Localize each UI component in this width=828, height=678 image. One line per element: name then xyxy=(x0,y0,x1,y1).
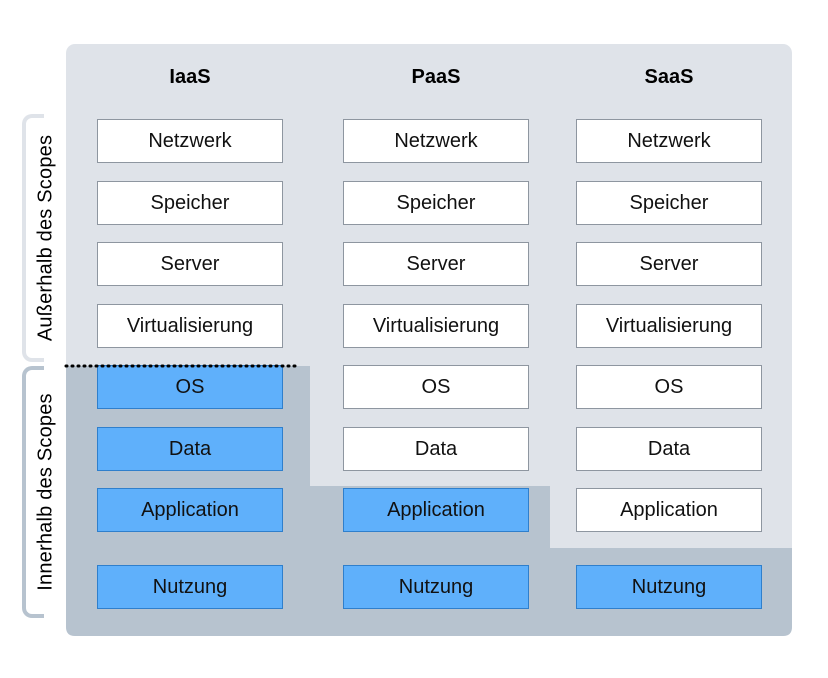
layer-label: Application xyxy=(620,498,718,521)
layer-saas-netzwerk: Netzwerk xyxy=(576,119,762,163)
layer-label: Virtualisierung xyxy=(126,314,254,337)
layer-saas-nutzung: Nutzung xyxy=(576,565,762,609)
layer-label: Server xyxy=(639,252,699,275)
layer-label: Server xyxy=(160,252,220,275)
layer-label: Data xyxy=(647,437,691,460)
layer-paas-speicher: Speicher xyxy=(343,181,529,225)
layer-paas-data: Data xyxy=(343,427,529,471)
layer-label: Nutzung xyxy=(631,575,707,598)
layer-paas-nutzung: Nutzung xyxy=(343,565,529,609)
layer-label: Virtualisierung xyxy=(372,314,500,337)
layer-iaas-data: Data xyxy=(97,427,283,471)
layer-label: OS xyxy=(421,375,451,398)
layer-iaas-nutzung: Nutzung xyxy=(97,565,283,609)
layer-label: Speicher xyxy=(150,191,230,214)
layer-saas-application: Application xyxy=(576,488,762,532)
layer-saas-os: OS xyxy=(576,365,762,409)
layer-label: Data xyxy=(168,437,212,460)
layer-saas-data: Data xyxy=(576,427,762,471)
layer-label: Data xyxy=(414,437,458,460)
layer-paas-application: Application xyxy=(343,488,529,532)
column-header-saas: SaaS xyxy=(644,66,694,88)
layer-saas-virtualisierung: Virtualisierung xyxy=(576,304,762,348)
layer-paas-os: OS xyxy=(343,365,529,409)
layer-iaas-virtualisierung: Virtualisierung xyxy=(97,304,283,348)
layer-label: Speicher xyxy=(396,191,476,214)
column-header-iaas: IaaS xyxy=(169,66,211,88)
layer-label: OS xyxy=(175,375,205,398)
layer-saas-speicher: Speicher xyxy=(576,181,762,225)
layer-paas-netzwerk: Netzwerk xyxy=(343,119,529,163)
layer-label: Server xyxy=(406,252,466,275)
layer-iaas-application: Application xyxy=(97,488,283,532)
layer-iaas-netzwerk: Netzwerk xyxy=(97,119,283,163)
layer-label: Application xyxy=(387,498,485,521)
layer-iaas-os: OS xyxy=(97,365,283,409)
layer-iaas-server: Server xyxy=(97,242,283,286)
layer-paas-server: Server xyxy=(343,242,529,286)
layer-iaas-speicher: Speicher xyxy=(97,181,283,225)
layer-label: Netzwerk xyxy=(627,129,711,152)
outside-scope-bracket xyxy=(22,114,44,362)
layer-label: Nutzung xyxy=(398,575,474,598)
column-header-paas: PaaS xyxy=(411,66,461,88)
layer-label: OS xyxy=(654,375,684,398)
layer-label: Netzwerk xyxy=(394,129,478,152)
layer-label: Speicher xyxy=(629,191,709,214)
layer-label: Virtualisierung xyxy=(605,314,733,337)
layer-saas-server: Server xyxy=(576,242,762,286)
layer-label: Nutzung xyxy=(152,575,228,598)
inside-scope-bracket xyxy=(22,366,44,618)
layer-label: Netzwerk xyxy=(148,129,232,152)
layer-paas-virtualisierung: Virtualisierung xyxy=(343,304,529,348)
layer-label: Application xyxy=(141,498,239,521)
